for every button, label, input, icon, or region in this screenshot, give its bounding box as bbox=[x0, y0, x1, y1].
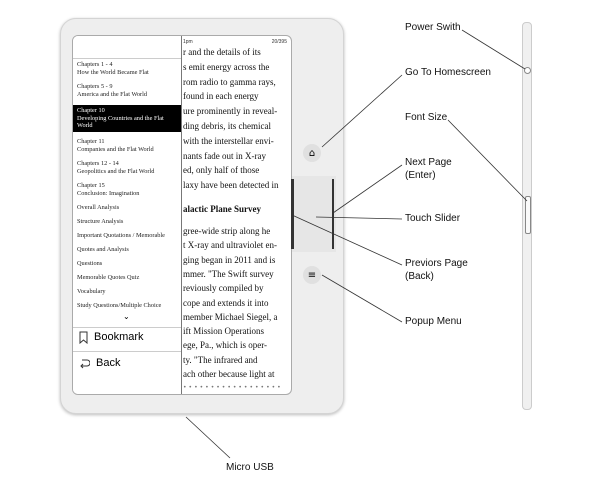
toc-item-title: Chapters 1 - 4 bbox=[77, 61, 113, 68]
toc-item[interactable]: Vocabulary bbox=[77, 288, 106, 295]
toc-item-subtitle: Companies and the Flat World bbox=[77, 145, 154, 153]
label-next-page: Next Page bbox=[405, 157, 452, 168]
menu-icon: ≡ bbox=[307, 269, 317, 281]
toc-item[interactable]: Overall Analysis bbox=[77, 204, 120, 211]
toc-item-subtitle: Developing Countries and the Flat World bbox=[77, 114, 164, 130]
page-text-line: s emit energy across the bbox=[183, 61, 270, 72]
page-text-line: member Michael Siegel, a bbox=[183, 311, 278, 322]
popup-menu-button[interactable]: ≡ bbox=[303, 266, 321, 284]
toc-item[interactable]: Study Questions/Multiple Choice bbox=[77, 302, 162, 309]
bookmark-label: Bookmark bbox=[94, 331, 144, 343]
page-text-line: ty. "The infrared and bbox=[183, 354, 258, 365]
toc-item[interactable]: Important Quotations / Memorable bbox=[77, 232, 165, 239]
page-text-line: ed, only half of those bbox=[183, 165, 260, 176]
label-home: Go To Homescreen bbox=[405, 67, 491, 78]
page-text-line: rom radio to gamma rays, bbox=[183, 76, 276, 87]
back-button[interactable]: Back bbox=[79, 357, 120, 370]
bookmark-icon bbox=[79, 331, 88, 344]
status-time: 1pm bbox=[183, 39, 193, 45]
label-font-size: Font Size bbox=[405, 112, 448, 123]
toc-item-subtitle: How the World Became Flat bbox=[77, 68, 149, 76]
label-popup-menu: Popup Menu bbox=[405, 316, 462, 327]
page-text-line: reviously compiled by bbox=[183, 283, 264, 294]
page-text-line: ding debris, its chemical bbox=[183, 121, 271, 131]
toc-item-title: Chapters 5 - 9 bbox=[77, 83, 113, 90]
page-progress-dots: •••••••••••••••••• bbox=[183, 384, 283, 391]
bookmark-button[interactable]: Bookmark bbox=[79, 331, 144, 344]
toc-item-title: Chapter 10 bbox=[77, 107, 105, 114]
device-screen: 1pm 20/395 r and the details of its s emi… bbox=[72, 35, 292, 395]
page-text-line: mmer. "The Swift survey bbox=[183, 268, 274, 279]
home-icon: ⌂ bbox=[308, 147, 316, 159]
page-text-line: ege, Pa., which is oper- bbox=[183, 340, 268, 351]
font-size-rocker[interactable] bbox=[525, 196, 531, 234]
toc-item-subtitle: America and the Flat World bbox=[77, 90, 148, 98]
toc-item[interactable]: Memorable Quotes Quiz bbox=[77, 274, 140, 281]
chevron-down-icon[interactable]: ⌄ bbox=[123, 312, 130, 321]
touch-slider[interactable] bbox=[292, 176, 336, 252]
label-micro-usb: Micro USB bbox=[226, 462, 274, 473]
previous-page-bar[interactable] bbox=[291, 179, 294, 249]
status-page-count: 20/395 bbox=[271, 39, 287, 45]
toc-item-subtitle: Conclusion: Imagination bbox=[77, 189, 140, 197]
back-icon bbox=[80, 359, 90, 368]
page-text-line: gree-wide strip along he bbox=[183, 226, 271, 236]
page-text-line: laxy have been detected in bbox=[183, 180, 279, 191]
page-text-line: ift Mission Operations bbox=[183, 326, 264, 337]
toc-item[interactable]: Structure Analysis bbox=[77, 218, 124, 225]
page-text-line: r and the details of its bbox=[183, 47, 261, 57]
label-next-page-sub: (Enter) bbox=[405, 170, 436, 181]
page-text-line: nants fade out in X-ray bbox=[183, 150, 266, 161]
label-touch-slider: Touch Slider bbox=[405, 213, 461, 224]
next-page-bar[interactable] bbox=[332, 179, 334, 249]
page-text-line: t X-ray and ultraviolet en- bbox=[183, 240, 277, 251]
label-previous-page: Previors Page bbox=[405, 258, 468, 269]
section-heading: alactic Plane Survey bbox=[183, 204, 261, 214]
home-button[interactable]: ⌂ bbox=[303, 144, 321, 162]
toc-item-subtitle: Geopolitics and the Flat World bbox=[77, 167, 155, 175]
page-text-line: cope and extends it into bbox=[183, 297, 269, 308]
toc-item[interactable]: Questions bbox=[77, 260, 103, 267]
toc-item-title: Chapter 15 bbox=[77, 182, 105, 189]
page-text-line: ging began in 2011 and is bbox=[183, 254, 276, 265]
power-switch[interactable] bbox=[524, 67, 531, 74]
back-label: Back bbox=[96, 357, 121, 369]
reading-page: 1pm 20/395 r and the details of its s emi… bbox=[181, 36, 291, 394]
page-text-line: ure prominently in reveal- bbox=[183, 106, 278, 117]
label-previous-page-sub: (Back) bbox=[405, 271, 434, 282]
toc-item-title: Chapters 12 - 14 bbox=[77, 160, 119, 167]
page-text-line: with the interstellar envi- bbox=[183, 135, 274, 146]
page-text-line: found in each energy bbox=[183, 91, 259, 102]
label-power-switch: Power Swith bbox=[405, 22, 461, 33]
toc-item-title: Chapter 11 bbox=[77, 138, 105, 145]
toc-item[interactable]: Quotes and Analysis bbox=[77, 246, 129, 253]
page-text-line: ach other because light at bbox=[183, 369, 275, 379]
